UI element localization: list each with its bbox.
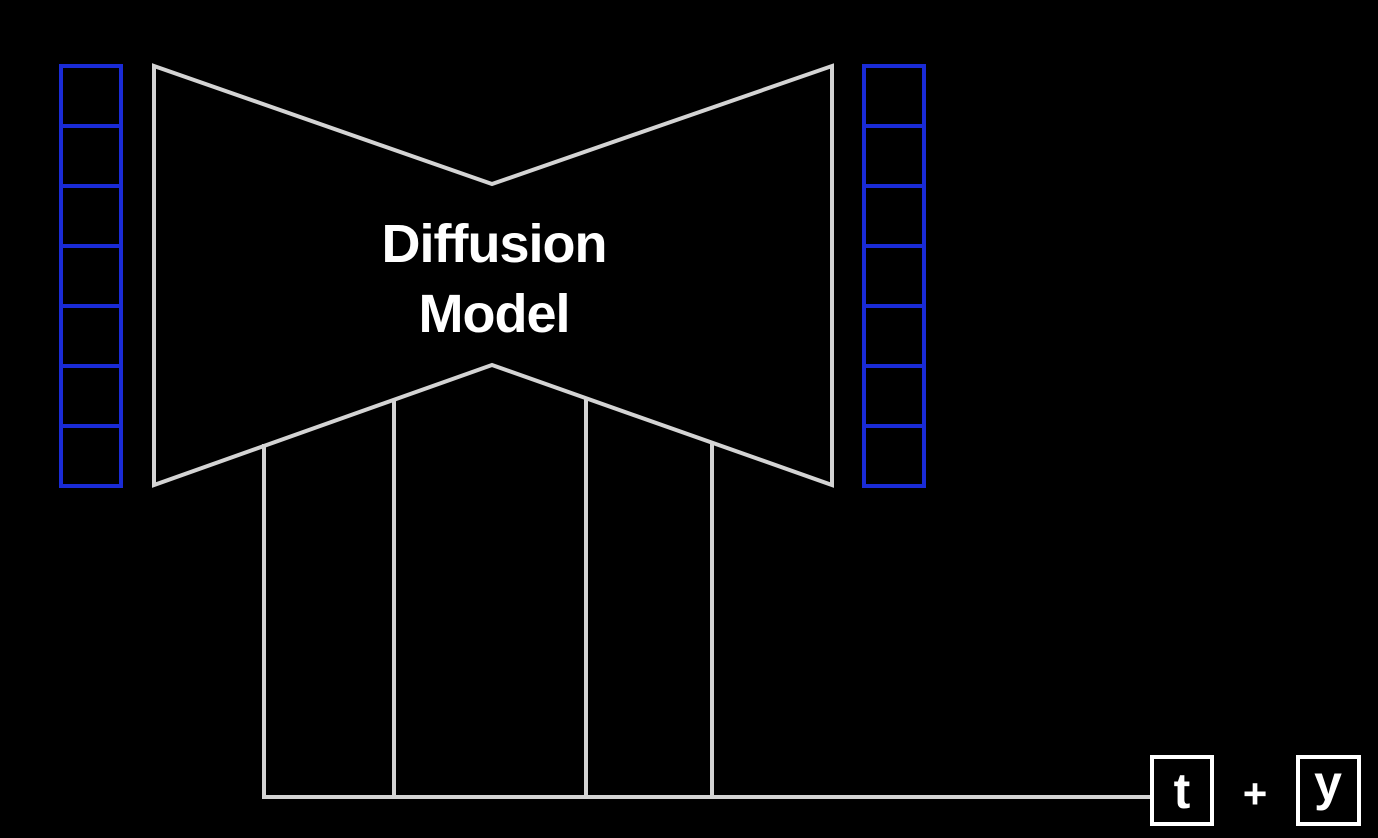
input-vector-cell-3 — [59, 184, 123, 248]
output-vector-cell-2 — [862, 124, 926, 188]
output-vector-cell-7 — [862, 424, 926, 488]
output-vector-cell-5 — [862, 304, 926, 368]
t-token-box — [1150, 755, 1214, 826]
input-vector-cell-7 — [59, 424, 123, 488]
model-label-line2: Model — [419, 284, 570, 344]
input-vector-cell-1 — [59, 64, 123, 128]
plus-sign: + — [1243, 770, 1268, 817]
input-vector — [59, 64, 123, 488]
output-vector-cell-3 — [862, 184, 926, 248]
t-token: t — [1150, 755, 1214, 826]
input-vector-cell-5 — [59, 304, 123, 368]
t-token-label: t — [1174, 763, 1191, 819]
output-vector — [862, 64, 926, 488]
output-vector-cell-1 — [862, 64, 926, 128]
input-vector-cell-6 — [59, 364, 123, 428]
conditioning-connectors — [262, 399, 1152, 799]
output-vector-cell-6 — [862, 364, 926, 428]
diffusion-model-shape — [152, 63, 834, 488]
input-vector-cell-4 — [59, 244, 123, 308]
output-vector-cell-4 — [862, 244, 926, 308]
model-label-line1: Diffusion — [382, 214, 607, 274]
input-vector-cell-2 — [59, 124, 123, 188]
y-token: y — [1296, 755, 1361, 826]
y-token-label: y — [1314, 755, 1342, 811]
y-token-box — [1296, 755, 1361, 826]
